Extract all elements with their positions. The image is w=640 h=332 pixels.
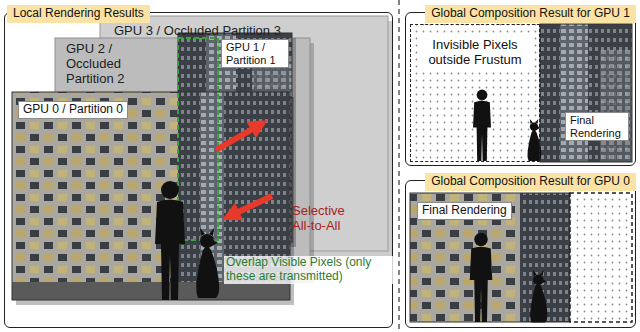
panel-heading: Global Composition Result for GPU 0 — [425, 173, 636, 191]
annotation-label: Overlap Visible Pixels (only these are t… — [224, 256, 394, 284]
edge-label: Selective All-to-All — [292, 204, 362, 234]
node-label: GPU 2 / Occluded Partition 2 — [66, 42, 140, 87]
panel-frame: Invisible Pixels outside FrustumFinal Re… — [405, 12, 636, 166]
node-label: Final Rendering — [565, 112, 629, 141]
text-holder: Local Rendering Results — [7, 3, 150, 23]
invisible-region: Invisible Pixels outside Frustum — [410, 24, 540, 162]
text-holder: Global Composition Result for GPU 0 — [425, 171, 636, 191]
gpu1-composition — [410, 24, 632, 162]
text-holder: Invisible Pixels outside Frustum — [420, 37, 530, 69]
final-image: Final Rendering — [410, 193, 570, 322]
person-silhouette — [155, 181, 185, 300]
node-label: Final Rendering — [417, 202, 512, 220]
divider — [398, 0, 399, 332]
text-holder: Selective All-to-All — [292, 204, 362, 234]
text-holder: Global Composition Result for GPU 1 — [425, 3, 636, 23]
panel-heading: Global Composition Result for GPU 1 — [425, 5, 636, 23]
panel-frame: Final RenderingGlobal Composition Result… — [405, 180, 636, 328]
text-holder: GPU 3 / Occluded Partition 3 — [114, 21, 281, 39]
text-holder: GPU 2 / Occluded Partition 2 — [66, 42, 140, 87]
gpu0-composition — [410, 193, 632, 323]
final-image: Final Rendering — [540, 24, 632, 162]
panel-heading: Local Rendering Results — [7, 5, 150, 23]
text-holder: GPU 0 / Partition 0 — [18, 99, 128, 119]
gpu-image: GPU 1 / Partition 1 — [178, 33, 292, 242]
transfer-arrow — [216, 127, 256, 150]
gpu-plane: GPU 2 / Occluded Partition 2 — [55, 38, 310, 278]
text-holder: GPU 1 / Partition 1 — [221, 39, 289, 68]
text-holder: Overlap Visible Pixels (only these are t… — [224, 256, 394, 284]
text-holder: Final Rendering — [417, 200, 512, 220]
transfer-arrow — [234, 196, 272, 214]
node-label: GPU 3 / Occluded Partition 3 — [114, 24, 281, 39]
text-holder: Final Rendering — [565, 112, 629, 141]
dog-silhouette — [196, 228, 219, 298]
node-label: GPU 1 / Partition 1 — [221, 39, 289, 68]
overlap-outline — [178, 38, 218, 240]
node-label: GPU 0 / Partition 0 — [18, 101, 128, 119]
node-label: Invisible Pixels outside Frustum — [420, 37, 530, 69]
